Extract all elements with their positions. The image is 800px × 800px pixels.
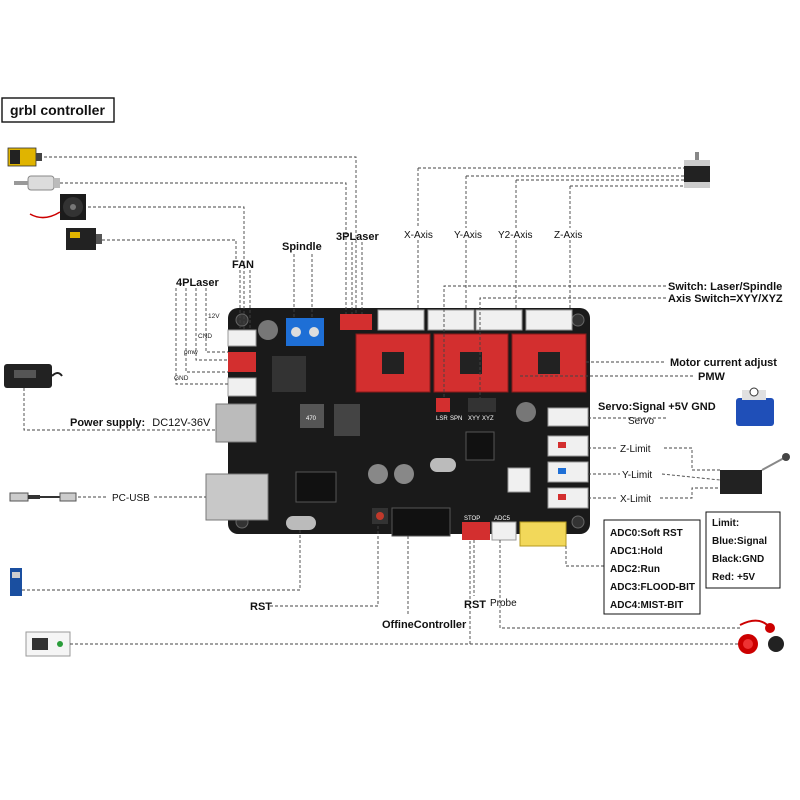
label-y-limit: Y-Limit (622, 470, 652, 481)
adc-4: ADC4:MIST-BIT (610, 600, 683, 611)
label-spindle: Spindle (282, 241, 322, 253)
limit-switch-image (720, 453, 790, 494)
label-fan: FAN (232, 259, 254, 271)
label-z-axis: Z-Axis (554, 230, 582, 241)
label-switch-laser: Switch: Laser/Spindle (668, 281, 782, 293)
label-4plaser: 4PLaser (176, 277, 220, 289)
labels: 3PLaser X-Axis Y-Axis Y2-Axis Z-Axis Spi… (70, 230, 783, 631)
label-axis-switch: Axis Switch=XYY/XYZ (668, 293, 783, 305)
limit-line-2: Red: +5V (712, 572, 755, 583)
bluetooth-module-image (10, 568, 22, 596)
limit-title: Limit: (712, 518, 739, 529)
adc-box: ADC0:Soft RST ADC1:Hold ADC2:Run ADC3:FL… (603, 519, 701, 615)
label-z-limit: Z-Limit (620, 444, 651, 455)
label-offline-controller: OffineController (382, 619, 467, 631)
stepper-motor-image (684, 152, 710, 188)
label-servo: Servo (628, 416, 655, 427)
label-gnd: GND (174, 375, 189, 382)
power-adapter-image (4, 364, 63, 388)
label-x-limit: X-Limit (620, 494, 651, 505)
stop-mark: STOP (464, 516, 480, 522)
adc5-mark: ADC5 (494, 516, 511, 522)
servo-image (736, 387, 774, 426)
label-y-axis: Y-Axis (454, 230, 482, 241)
title-text: grbl controller (10, 102, 105, 118)
lsr-mark: LSR (436, 416, 448, 422)
label-x-axis: X-Axis (404, 230, 433, 241)
leader-lines (22, 156, 740, 645)
label-y2-axis: Y2-Axis (498, 230, 532, 241)
label-cnd: CND (198, 333, 212, 340)
controller-board: 470 LSR SPN XYY XYZ (205, 308, 590, 547)
label-pmw: pmw (184, 349, 198, 356)
adc-1: ADC1:Hold (610, 546, 663, 557)
spn-mark: SPN (450, 416, 462, 422)
laser-module-image (7, 147, 42, 167)
title-box: grbl controller (1, 97, 115, 123)
label-motor-current: Motor current adjust (670, 357, 777, 369)
offline-controller-image (25, 631, 71, 657)
adc-2: ADC2:Run (610, 564, 660, 575)
label-pmw-out: PMW (698, 371, 726, 383)
resistor-mark: 470 (306, 416, 317, 422)
limit-line-0: Blue:Signal (712, 536, 767, 547)
probe-image (739, 619, 784, 652)
adc-0: ADC0:Soft RST (610, 528, 683, 539)
label-rst-left: RST (250, 601, 272, 613)
label-power-supply: Power supply: DC12V-36V (70, 417, 211, 429)
laser-head-image (66, 228, 102, 250)
fan-image (29, 194, 86, 220)
xyz-mark: XYZ (482, 416, 494, 422)
usb-cable-image (9, 492, 77, 502)
limit-box: Limit: Blue:Signal Black:GND Red: +5V (705, 511, 781, 589)
label-rst-bottom: RST (464, 599, 486, 611)
label-12v: 12V (208, 313, 220, 320)
limit-line-1: Black:GND (712, 554, 764, 565)
label-pc-usb: PC-USB (112, 493, 150, 504)
label-3plaser: 3PLaser (336, 231, 380, 243)
stop-button-image (738, 634, 758, 654)
adc-3: ADC3:FLOOD-BIT (610, 582, 695, 593)
label-servo-signal: Servo:Signal +5V GND (598, 401, 716, 413)
spindle-motor-image (14, 175, 60, 191)
xyy-mark: XYY (468, 416, 480, 422)
label-probe: Probe (490, 598, 517, 609)
